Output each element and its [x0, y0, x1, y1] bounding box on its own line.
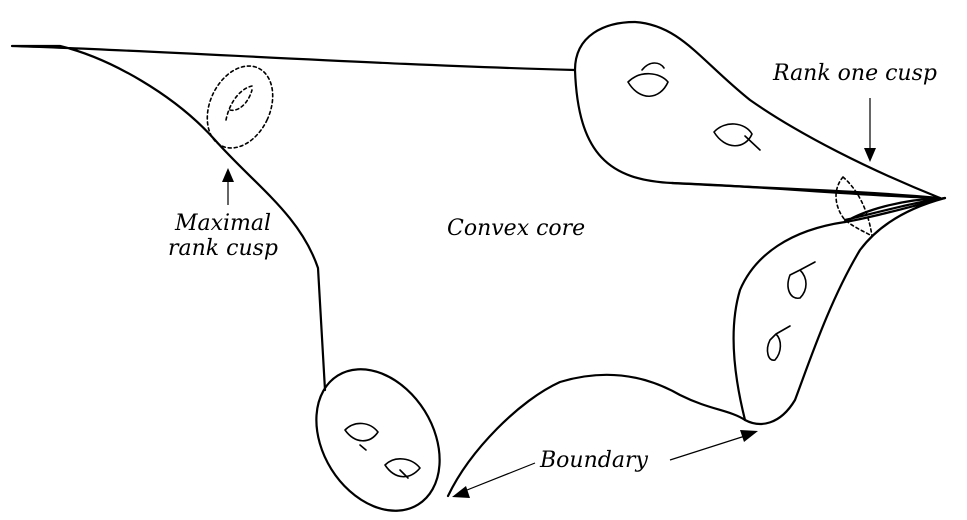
rank-one-cusp-section	[835, 176, 873, 237]
boundary-label: Boundary	[540, 448, 648, 473]
boundary-surface-right	[732, 196, 947, 426]
maximal-rank-cusp-outer	[206, 65, 274, 149]
convex-core-label: Convex core	[447, 216, 586, 241]
rank-one-cusp-label: Rank one cusp	[773, 61, 937, 86]
maximal-label-line2: rank cusp	[168, 236, 278, 261]
arrow-boundary-left	[452, 462, 536, 498]
boundary-surface-top-right	[573, 20, 942, 200]
maximal-label-line1: Maximal	[174, 211, 272, 236]
boundary-surface-bottom-left	[315, 368, 441, 512]
arrow-maximal	[222, 168, 234, 205]
maximal-rank-cusp-inner	[225, 85, 253, 121]
maximal-rank-cusp-label: Maximal rank cusp	[168, 211, 278, 261]
rank-one-cusp-lines	[670, 181, 947, 224]
handle-icons	[344, 62, 816, 479]
arrow-rank-one	[864, 98, 876, 162]
convex-core-bottom-edge	[446, 373, 747, 498]
arrow-boundary-right	[669, 430, 758, 461]
